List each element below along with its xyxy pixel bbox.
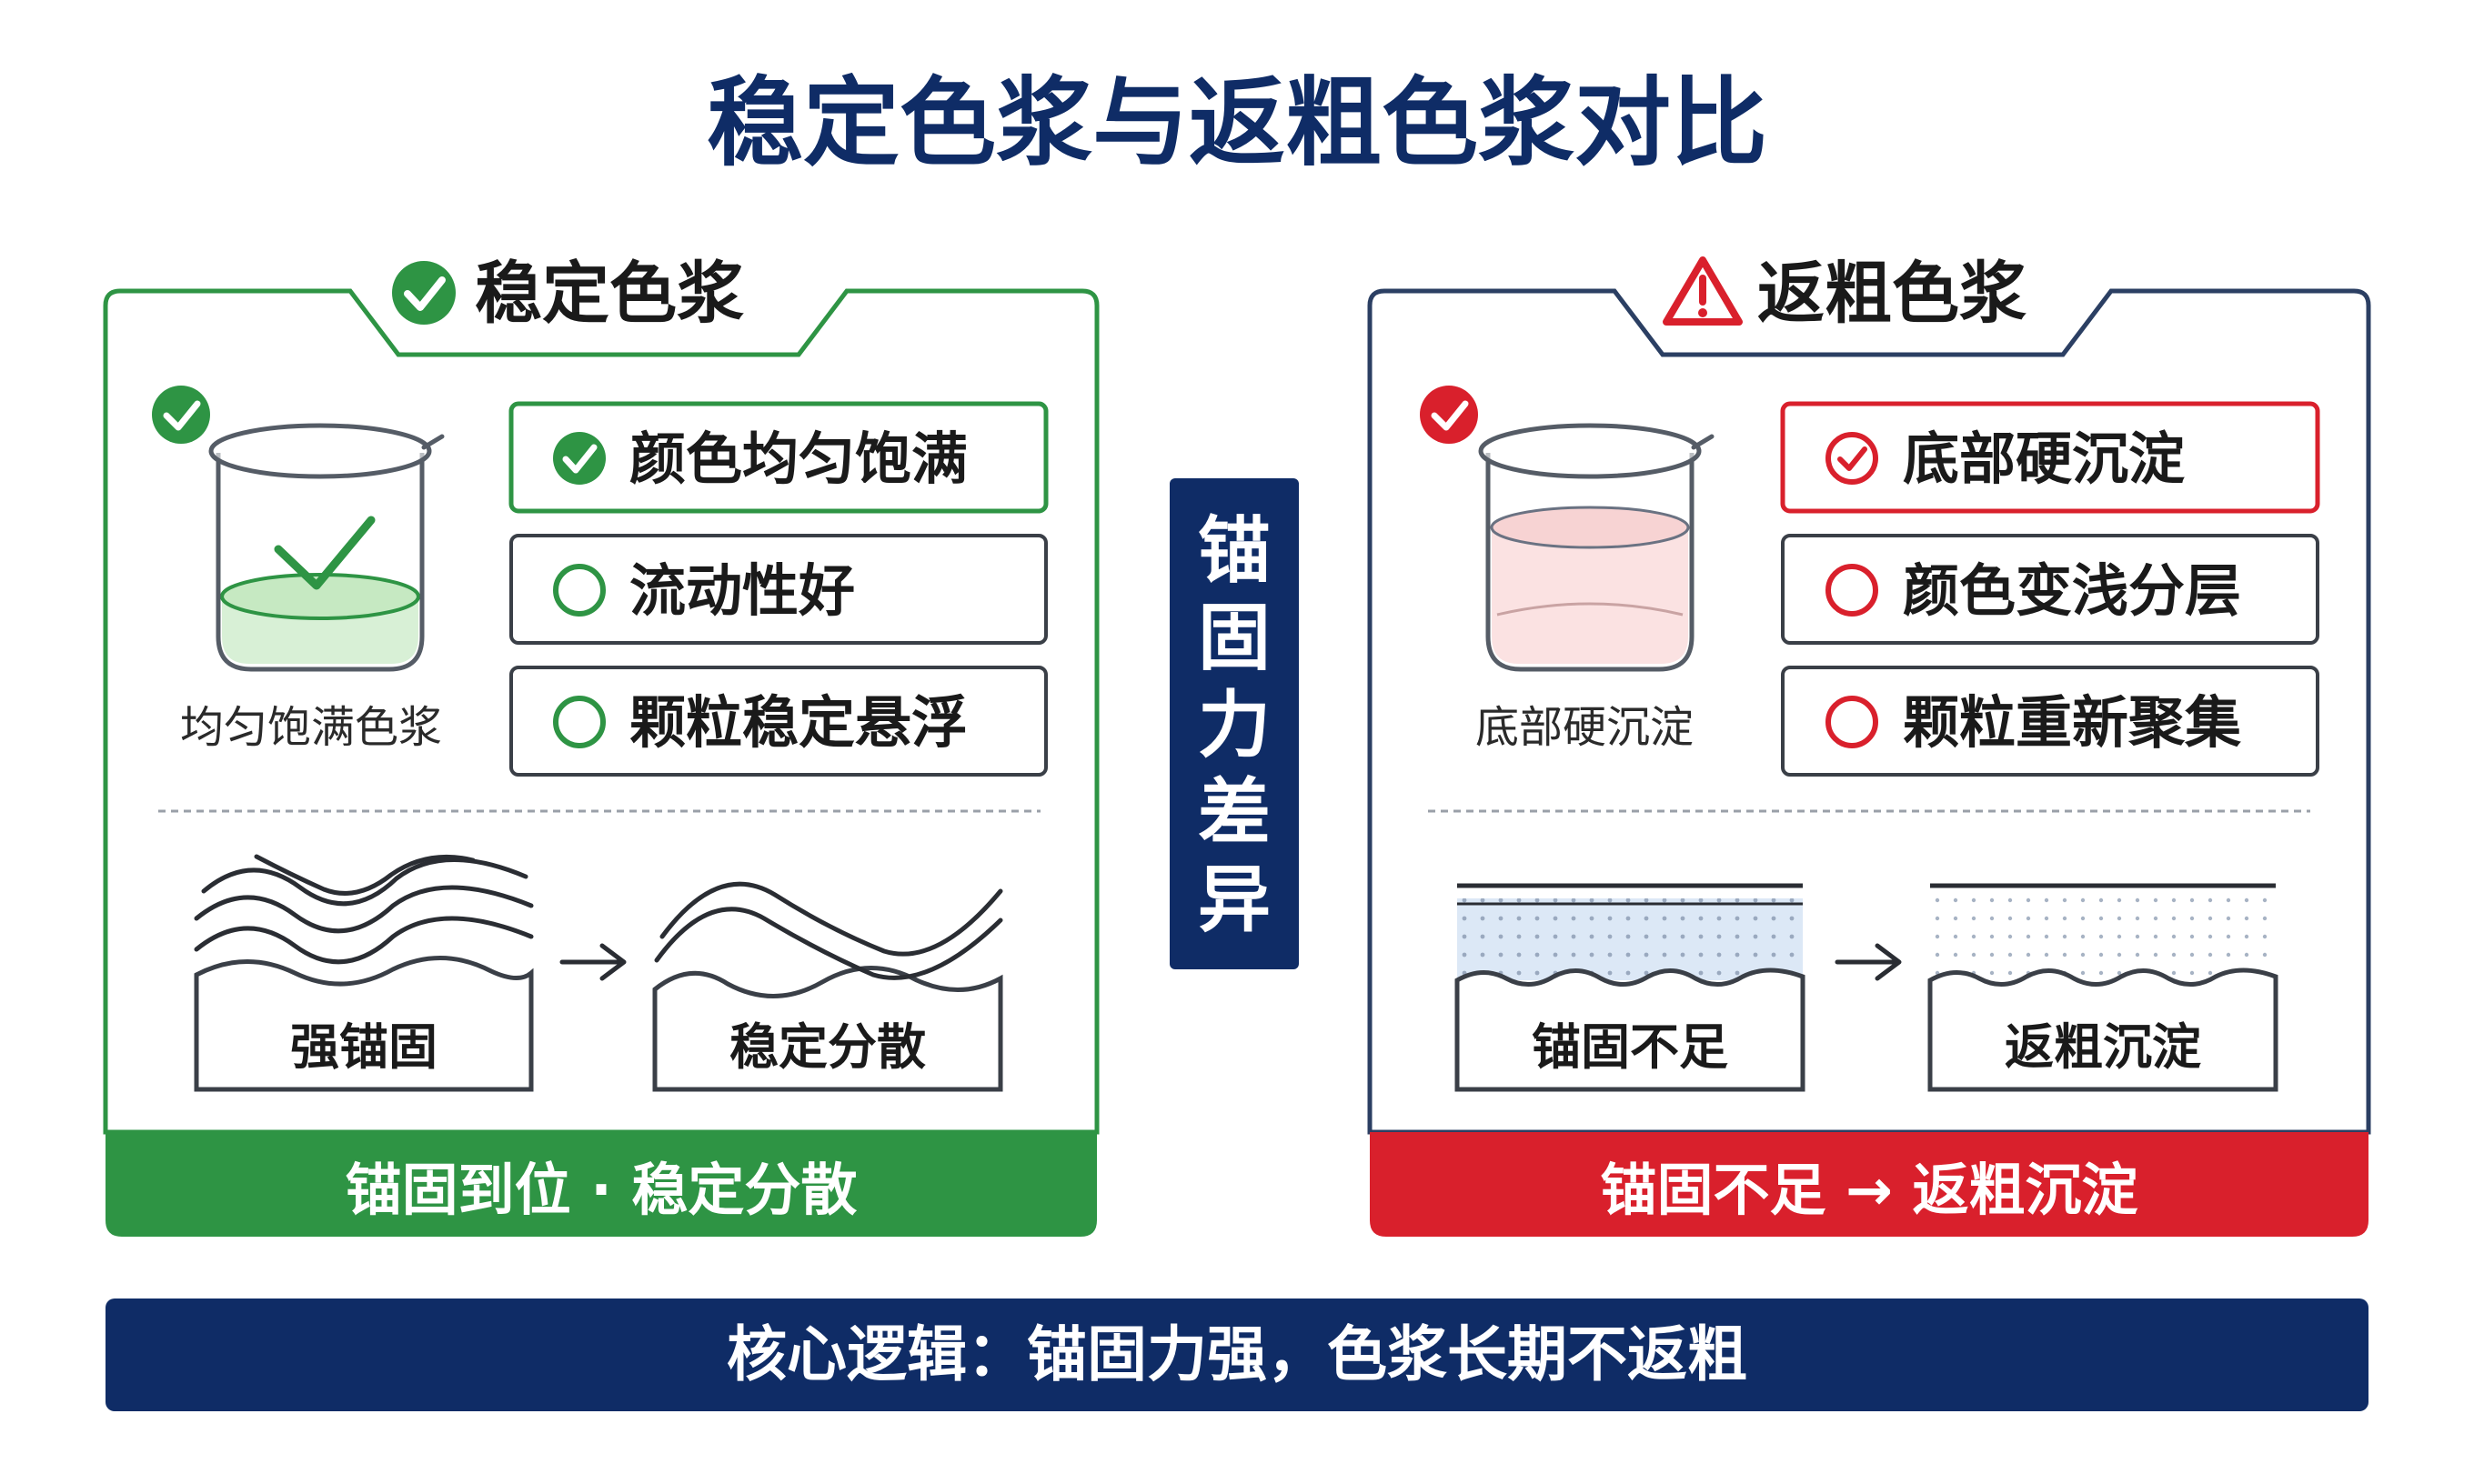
coarse-paste-panel: 锚固不足 → 返粗沉淀 返粗色浆 底部硬沉淀 (1367, 255, 2371, 1237)
stable-feature-label: 颜色均匀饱满 (629, 426, 968, 492)
stable-beaker-caption: 均匀饱满色浆 (180, 702, 442, 753)
coarse-feature-item: 底部硬沉淀 (1780, 401, 2320, 514)
coarse-feature-item: 颜色变浅分层 (1781, 534, 2319, 645)
arrow-right-icon (559, 943, 627, 981)
core-logic-text: 核心逻辑：锚固力强，色浆长期不返粗 (727, 1319, 1747, 1389)
check-circle-icon (392, 261, 456, 325)
stable-panel-header: 稳定色浆 (475, 255, 744, 333)
check-circle-icon (553, 432, 606, 485)
empty-circle-icon (1825, 696, 1878, 748)
coarse-feature-list: 底部硬沉淀 颜色变浅分层 颗粒重新聚集 (1780, 401, 2320, 777)
anchoring-difference-badge: 锚固力差异 (1170, 478, 1299, 969)
strong-anchor-label: 强锚固 (290, 1018, 437, 1076)
coarse-feature-label: 颗粒重新聚集 (1903, 689, 2241, 756)
uniform-beaker (152, 386, 445, 672)
anchoring-difference-label: 锚固力差异 (1198, 508, 1271, 942)
coarse-panel-header: 返粗色浆 (1757, 255, 2026, 333)
coarse-footer-band (1370, 1132, 2368, 1237)
empty-circle-icon (553, 696, 606, 748)
page-title: 稳定色浆与返粗色浆对比 (707, 67, 1767, 179)
sediment-beaker (1420, 386, 1715, 672)
weak-anchor-label: 锚固不足 (1532, 1018, 1728, 1076)
stable-feature-item: 颜色均匀饱满 (508, 401, 1049, 514)
coarse-footer-text: 锚固不足 → 返粗沉淀 (1600, 1157, 2137, 1223)
stable-dispersion-diagram: 稳定分散 (652, 881, 1003, 1092)
empty-circle-icon (1825, 564, 1878, 617)
check-badge-icon (152, 386, 210, 444)
coarse-feature-label: 底部硬沉淀 (1903, 426, 2185, 492)
stable-feature-item: 流动性好 (509, 534, 1048, 645)
stable-footer-band (106, 1132, 1097, 1237)
core-logic-banner: 核心逻辑：锚固力强，色浆长期不返粗 (106, 1298, 2368, 1411)
stable-paste-panel: 锚固到位 · 稳定分散 稳定色浆 均匀饱满色浆 (103, 255, 1100, 1237)
stable-footer-text: 锚固到位 · 稳定分散 (346, 1157, 858, 1223)
check-badge-icon (1420, 386, 1478, 444)
arrow-right-icon (1835, 943, 1902, 981)
warning-triangle-icon (1663, 256, 1743, 326)
strong-anchor-diagram: 强锚固 (194, 854, 534, 1092)
stable-feature-list: 颜色均匀饱满 流动性好 颗粒稳定悬浮 (508, 401, 1049, 777)
coarse-beaker-caption: 底部硬沉淀 (1475, 702, 1694, 753)
coarse-sediment-label: 返粗沉淀 (2005, 1018, 2201, 1076)
stable-dispersion-label: 稳定分散 (729, 1018, 926, 1076)
empty-circle-icon (553, 564, 606, 617)
weak-anchor-diagram: 锚固不足 (1454, 883, 1805, 1092)
beaker-check-icon (274, 516, 376, 590)
stable-feature-label: 颗粒稳定悬浮 (629, 689, 968, 756)
stable-feature-item: 颗粒稳定悬浮 (509, 666, 1048, 777)
stable-feature-label: 流动性好 (629, 557, 855, 624)
check-circle-outline-icon (1825, 432, 1878, 485)
coarse-feature-item: 颗粒重新聚集 (1781, 666, 2319, 777)
coarse-feature-label: 颜色变浅分层 (1903, 557, 2241, 624)
coarse-sediment-diagram: 返粗沉淀 (1927, 883, 2278, 1092)
